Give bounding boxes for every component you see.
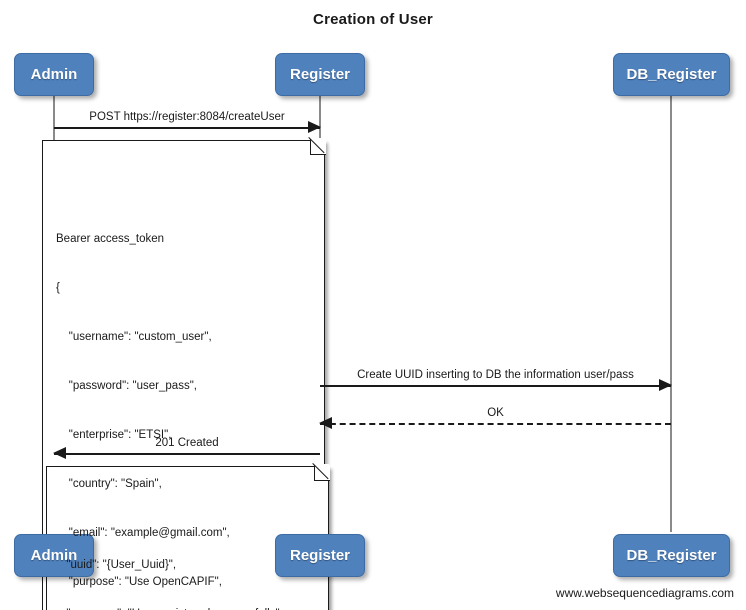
actor-admin-bottom-label: Admin (30, 547, 78, 564)
arrow-head-left-icon (319, 417, 332, 429)
note-line: "password": "user_pass", (56, 380, 197, 393)
note-response-payload: "uuid": "{User_Uuid}", "message": "User … (46, 463, 330, 610)
message-create-uuid-line (320, 385, 671, 387)
note-response-payload-body: "uuid": "{User_Uuid}", "message": "User … (60, 525, 316, 610)
note-request-payload: Bearer access_token { "username": "custo… (42, 137, 326, 610)
note-line: "uuid": "{User_Uuid}", (60, 559, 177, 572)
note-line: "username": "custom_user", (56, 331, 212, 344)
actor-db-register-bottom-label: DB_Register (626, 547, 717, 564)
actor-db-register-top[interactable]: DB_Register (613, 53, 730, 96)
message-post-create-user-label: POST https://register:8084/createUser (89, 111, 285, 123)
footer-credit: www.websequencediagrams.com (555, 586, 734, 600)
message-201-created-line (54, 453, 320, 455)
lifeline-db-register (670, 96, 672, 532)
message-ok-line (320, 423, 671, 425)
arrow-head-left-icon (53, 447, 66, 459)
actor-register-top-label: Register (289, 66, 351, 83)
message-post-create-user-line (54, 127, 320, 129)
note-line: { (56, 282, 60, 295)
actor-admin-bottom[interactable]: Admin (14, 534, 94, 577)
actor-register-bottom[interactable]: Register (275, 534, 365, 577)
actor-db-register-top-label: DB_Register (626, 66, 717, 83)
actor-db-register-bottom[interactable]: DB_Register (613, 534, 730, 577)
actor-admin-top[interactable]: Admin (14, 53, 94, 96)
actor-register-bottom-label: Register (289, 547, 351, 564)
arrow-head-right-icon (308, 121, 321, 133)
note-line: Bearer access_token (56, 233, 165, 246)
note-line: "enterprise": "ETSI", (56, 429, 172, 442)
note-line: "email": "example@gmail.com", (56, 526, 230, 539)
message-create-uuid-label: Create UUID inserting to DB the informat… (357, 369, 634, 381)
note-fold-corner-icon (312, 463, 330, 482)
note-request-payload-body: Bearer access_token { "username": "custo… (56, 199, 312, 610)
actor-admin-top-label: Admin (30, 66, 78, 83)
note-fold-corner-icon (308, 137, 326, 156)
actor-register-top[interactable]: Register (275, 53, 365, 96)
note-line: "purpose": "Use OpenCAPIF", (56, 575, 222, 588)
message-201-created-label: 201 Created (155, 437, 219, 449)
note-line: "country": "Spain", (56, 477, 162, 490)
page-title: Creation of User (313, 11, 433, 28)
note-line: "message": "User registered successfully… (60, 606, 316, 610)
message-ok-label: OK (487, 407, 504, 419)
arrow-head-right-icon (659, 379, 672, 391)
